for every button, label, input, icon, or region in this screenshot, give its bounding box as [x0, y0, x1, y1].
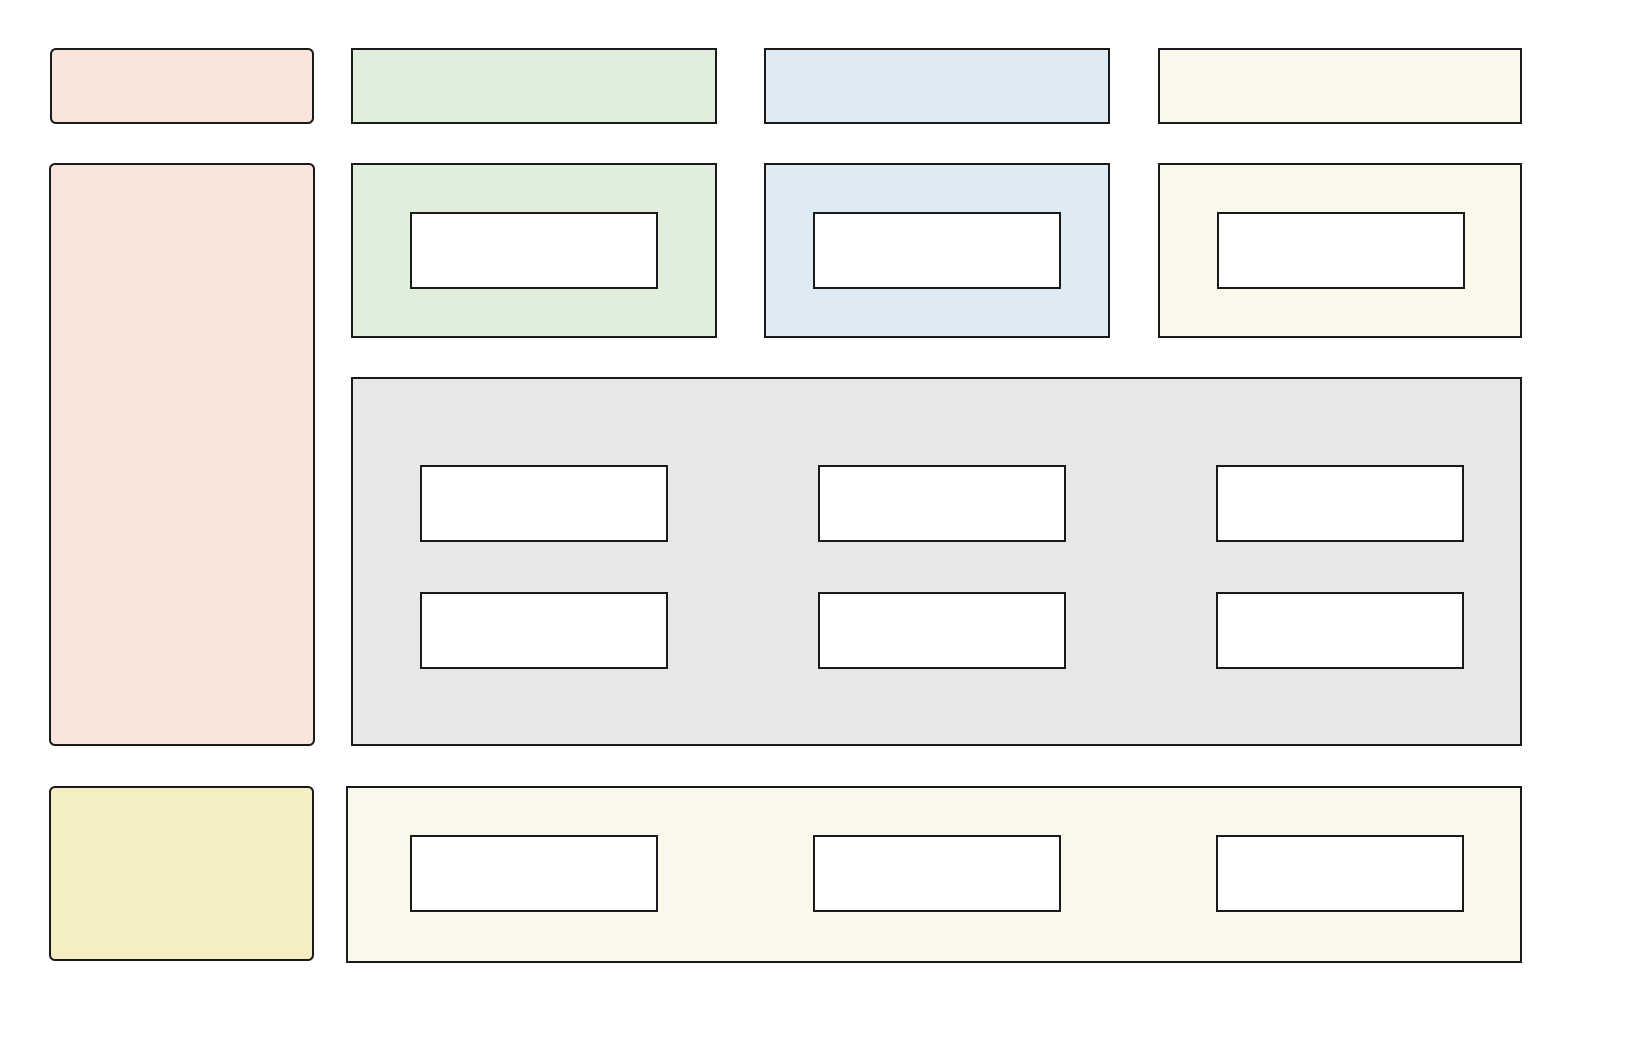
center-inner-box-r1c1	[420, 465, 668, 542]
bottom-inner-box-1	[410, 835, 658, 912]
center-inner-box-r2c3	[1216, 592, 1464, 669]
top-cream-box	[1158, 48, 1522, 124]
top-blue-box	[764, 48, 1110, 124]
bottom-cream-panel	[346, 786, 1522, 963]
top-peach-box	[50, 48, 314, 124]
middle-cream-box	[1158, 163, 1522, 338]
middle-cream-inner-box	[1217, 212, 1465, 289]
bottom-inner-box-2	[813, 835, 1061, 912]
center-inner-box-r1c3	[1216, 465, 1464, 542]
center-inner-box-r2c2	[818, 592, 1066, 669]
middle-green-inner-box	[410, 212, 658, 289]
top-green-box	[351, 48, 717, 124]
center-inner-box-r2c1	[420, 592, 668, 669]
left-peach-column	[49, 163, 315, 746]
middle-green-box	[351, 163, 717, 338]
bottom-inner-box-3	[1216, 835, 1464, 912]
center-inner-box-r1c2	[818, 465, 1066, 542]
middle-blue-inner-box	[813, 212, 1061, 289]
bottom-yellow-box	[49, 786, 314, 961]
center-gray-panel	[351, 377, 1522, 746]
middle-blue-box	[764, 163, 1110, 338]
